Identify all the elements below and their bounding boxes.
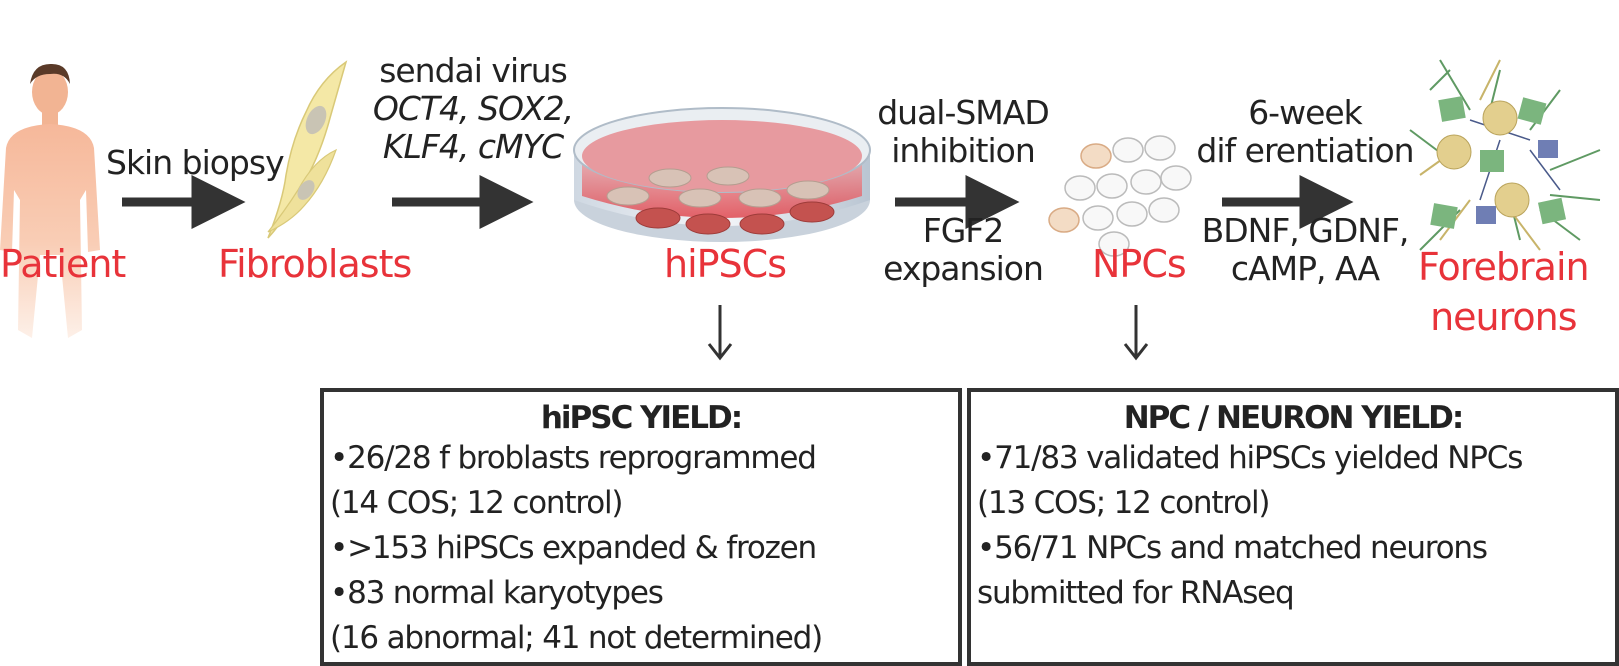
npc-neuron-yield-box: NPC / NEURON YIELD: •71/83 validated hiP… (967, 388, 1619, 666)
hipsc-yield-line: •>153 hiPSCs expanded & frozen (330, 530, 817, 566)
differentiation-line1: 6-week (1248, 93, 1363, 132)
differentiation-line4: cAMP, AA (1230, 249, 1380, 288)
npc-yield-line: (13 COS; 12 control) (977, 485, 1270, 521)
induction-line2: inhibition (891, 131, 1036, 170)
reprogram-line3: KLF4, cMYC (382, 127, 564, 166)
npc-yield-line: submitted for RNAseq (977, 575, 1295, 611)
npc-cells-icon (1048, 135, 1192, 257)
hipsc-yield-line: (16 abnormal; 41 not determined) (330, 620, 823, 656)
induction-line4: expansion (883, 249, 1044, 288)
differentiation-line3: BDNF, GDNF, (1201, 211, 1410, 250)
hipsc-yield-line: •83 normal karyotypes (330, 575, 664, 611)
petri-dish-icon (573, 107, 871, 242)
forebrain-line1: Forebrain (1418, 245, 1590, 289)
npc-yield-line: •71/83 validated hiPSCs yielded NPCs (977, 440, 1523, 476)
fibroblast-cells-icon (267, 60, 348, 239)
npc-yield-line: •56/71 NPCs and matched neurons (977, 530, 1488, 566)
differentiation-line2: dif erentiation (1196, 131, 1414, 170)
patient-figure-icon (0, 63, 100, 338)
neurons-icon (1409, 59, 1601, 251)
step-induction-bottom: FGF2 expansion (868, 212, 1058, 288)
hipsc-yield-title: hiPSC YIELD: (540, 400, 743, 436)
induction-line3: FGF2 (922, 211, 1005, 250)
induction-line1: dual-SMAD (877, 93, 1050, 132)
step-differentiation-top: 6-week dif erentiation (1190, 94, 1420, 170)
hipsc-yield-line: •26/28 f broblasts reprogrammed (330, 440, 817, 476)
hipsc-yield-box: hiPSC YIELD: •26/28 f broblasts reprogra… (320, 388, 962, 666)
stage-label-fibroblasts: Fibroblasts (218, 242, 412, 286)
npc-neuron-yield-title: NPC / NEURON YIELD: (1123, 400, 1465, 436)
reprogram-line2: OCT4, SOX2, (372, 89, 574, 128)
stage-label-hipscs: hiPSCs (664, 242, 787, 286)
hipsc-yield-line: (14 COS; 12 control) (330, 485, 623, 521)
forebrain-line2: neurons (1430, 295, 1577, 339)
step-induction-top: dual-SMAD inhibition (868, 94, 1058, 170)
step-skin-biopsy: Skin biopsy (106, 143, 285, 182)
reprogram-line1: sendai virus (379, 51, 568, 90)
step-differentiation-bottom: BDNF, GDNF, cAMP, AA (1190, 212, 1420, 288)
step-reprogramming: sendai virus OCT4, SOX2, KLF4, cMYC (370, 52, 576, 166)
stage-label-forebrain-neurons: Forebrain neurons (1418, 242, 1590, 342)
down-arrows (707, 305, 1149, 361)
stage-label-npcs: NPCs (1092, 242, 1187, 286)
stage-label-patient: Patient (0, 242, 126, 286)
